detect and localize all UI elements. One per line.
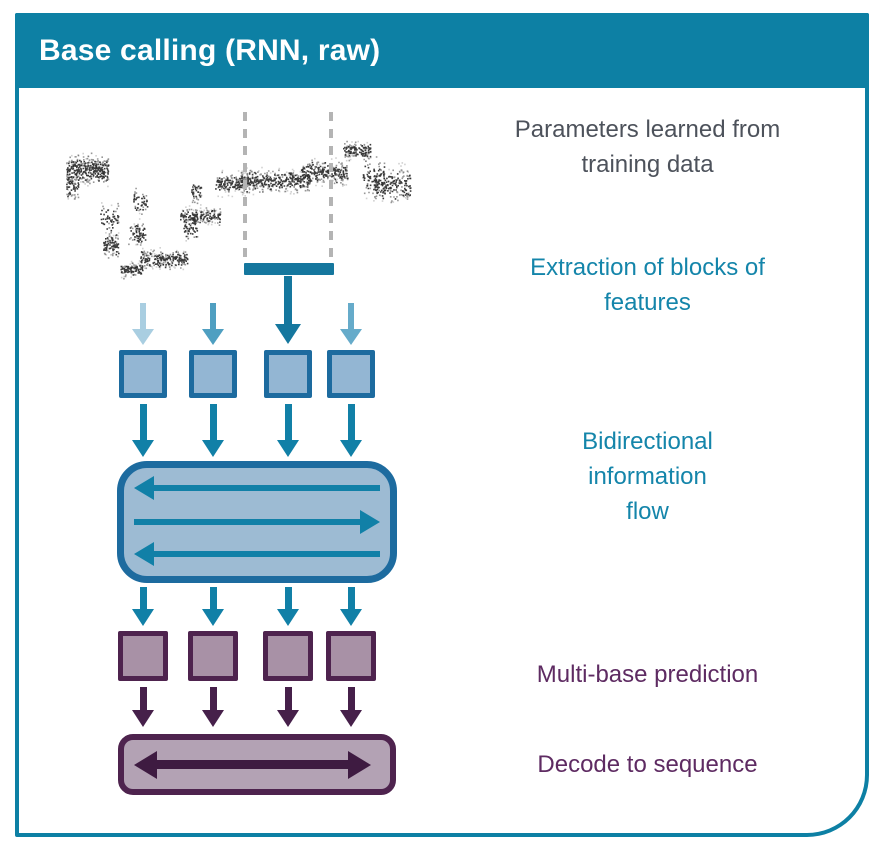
feature-block <box>119 350 167 398</box>
extraction-arrow-icon <box>275 276 301 344</box>
input-arrow-icon <box>340 303 362 345</box>
parameters-label: Parameters learned from training data <box>514 116 781 178</box>
prediction-block <box>326 631 376 681</box>
window-marker-left <box>243 112 247 258</box>
input-arrow-icon <box>132 303 154 345</box>
bidirectional-label: Bidirectional information flow <box>582 428 713 525</box>
down-arrow-icon <box>132 587 154 626</box>
bidirectional-arrow-icon <box>134 750 371 779</box>
down-arrow-icon <box>202 404 224 457</box>
prediction-block <box>188 631 238 681</box>
purple-down-arrow-icon <box>132 687 154 727</box>
window-marker-right <box>329 112 333 258</box>
header-bar: Base calling (RNN, raw) <box>15 13 869 88</box>
purple-down-arrow-icon <box>202 687 224 727</box>
decode-label: Decode to sequence <box>537 751 758 778</box>
feature-block <box>327 350 375 398</box>
backward-arrow-icon <box>134 542 380 566</box>
purple-down-arrow-icon <box>277 687 299 727</box>
rnn-box <box>117 461 397 583</box>
down-arrow-icon <box>340 404 362 457</box>
down-arrow-icon <box>202 587 224 626</box>
down-arrow-icon <box>277 587 299 626</box>
raw-signal-trace <box>66 140 412 280</box>
input-arrow-icon <box>202 303 224 345</box>
card-border <box>15 13 869 837</box>
backward-arrow-icon <box>134 476 380 500</box>
down-arrow-icon <box>277 404 299 457</box>
prediction-block <box>263 631 313 681</box>
feature-block <box>264 350 312 398</box>
page-title: Base calling (RNN, raw) <box>39 33 381 67</box>
prediction-block <box>118 631 168 681</box>
multibase-label: Multi-base prediction <box>536 661 759 688</box>
purple-down-arrow-icon <box>340 687 362 727</box>
forward-arrow-icon <box>134 510 380 534</box>
down-arrow-icon <box>340 587 362 626</box>
decode-box <box>118 734 396 795</box>
extraction-label: Extraction of blocks of features <box>530 254 765 316</box>
feature-block <box>189 350 237 398</box>
down-arrow-icon <box>132 404 154 457</box>
feature-window-bar <box>244 263 334 275</box>
